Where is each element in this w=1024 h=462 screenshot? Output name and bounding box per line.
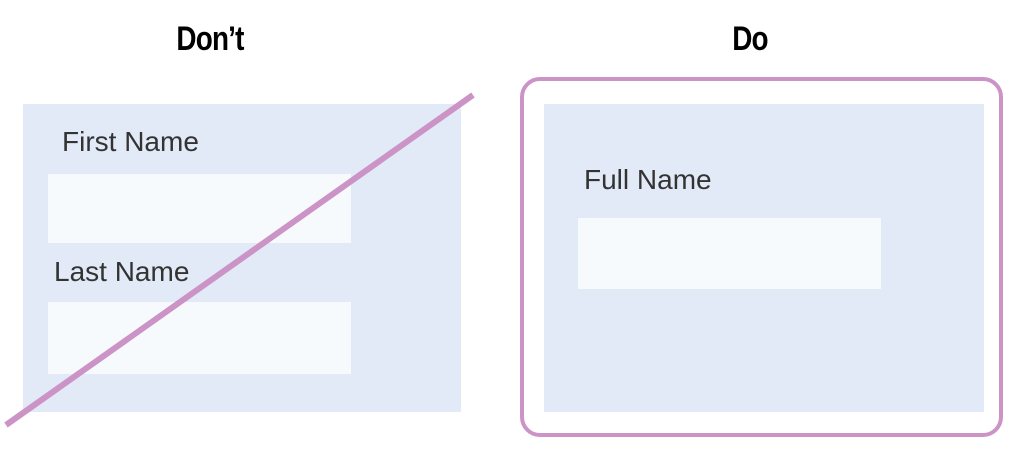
first-name-label: First Name (62, 126, 199, 157)
full-name-input (578, 218, 881, 289)
first-name-input (48, 174, 351, 243)
full-name-label: Full Name (584, 164, 712, 195)
last-name-input (48, 302, 351, 374)
last-name-label: Last Name (54, 256, 190, 287)
dont-heading: Don’t (176, 20, 244, 58)
do-heading: Do (732, 20, 768, 58)
do-highlight-frame (520, 77, 1003, 437)
